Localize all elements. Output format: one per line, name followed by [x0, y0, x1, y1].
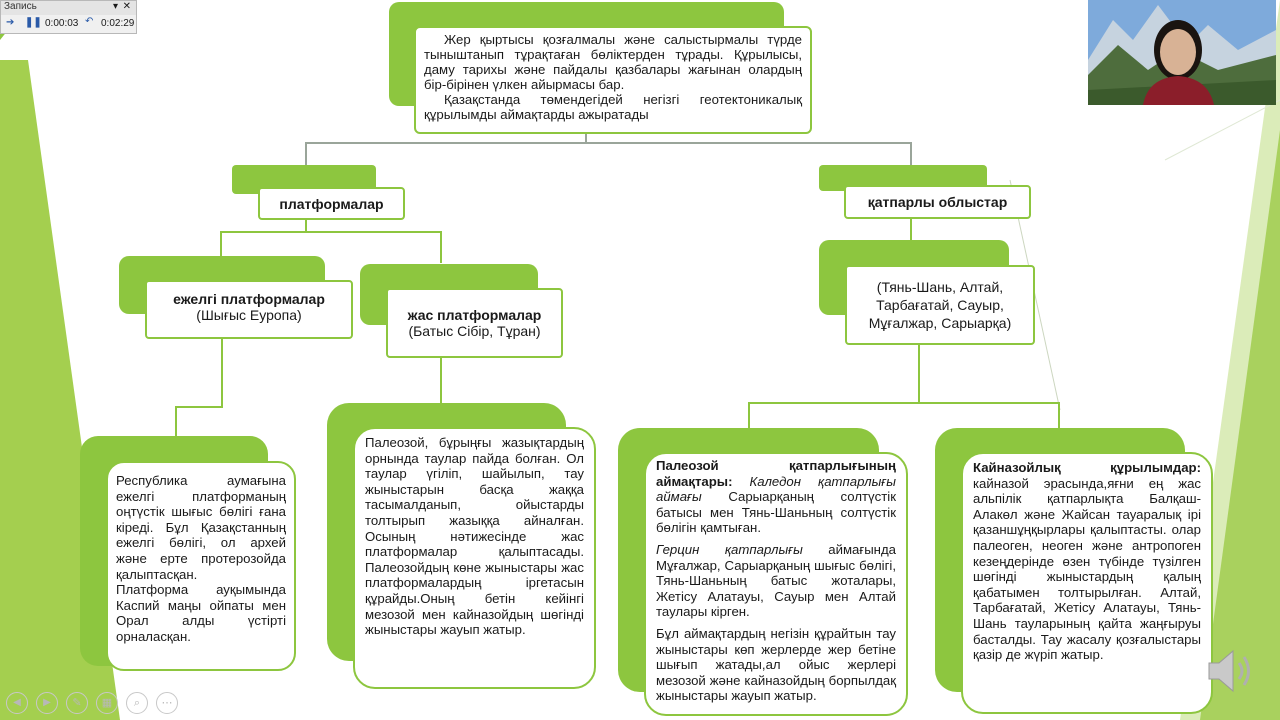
young-description-box: Палеозой, бұрыңғы жазықтардың орнында та… [353, 427, 596, 689]
cenozoic-box: Кайназойлық құрылымдар: кайназой эрасынд… [961, 452, 1213, 714]
intro-paragraph-1: Жер қыртысы қозғалмалы және салыстырмалы… [424, 32, 802, 92]
zoom-icon[interactable]: ⌕ [126, 692, 148, 714]
speaker-icon[interactable] [1205, 645, 1257, 697]
cenozoic-paragraph: Кайназойлық құрылымдар: кайназой эрасынд… [973, 460, 1201, 663]
connector-line [1058, 402, 1060, 428]
slide-controls: ◀ ▶ ✎ ▦ ⌕ ⋯ [6, 692, 178, 716]
young-platforms-box: жас платформалар (Батыс Сібір, Тұран) [386, 288, 563, 358]
connector-line [748, 402, 750, 428]
cenozoic-text: кайназой эрасында,яғни ең жас альпілік қ… [973, 475, 1201, 663]
intro-paragraph-2: Қазақстанда төмендегідей негізгі геотект… [424, 92, 802, 122]
connector-line [220, 231, 222, 257]
connector-line [440, 231, 442, 263]
young-platforms-title: жас платформалар [407, 307, 542, 323]
connector-line [221, 338, 223, 408]
old-platforms-subtitle: (Шығыс Еуропа) [196, 307, 302, 323]
recording-title: Запись [4, 1, 37, 12]
pen-icon[interactable]: ✎ [66, 692, 88, 714]
platforms-box: платформалар [258, 187, 405, 220]
webcam-video [1088, 0, 1276, 105]
caledon-text: Сарыарқаның солтүстік батысы мен Тянь-Ша… [656, 489, 896, 536]
slides-grid-icon[interactable]: ▦ [96, 692, 118, 714]
connector-line [585, 133, 587, 143]
pause-icon[interactable]: ❚❚ [25, 17, 42, 28]
old-desc-paragraph-2: Платформа ауқымында Каспий маңы ойпаты м… [116, 582, 286, 644]
elapsed-time: 0:00:03 [45, 18, 79, 29]
connector-line [910, 218, 912, 240]
connector-line [305, 142, 912, 144]
platforms-label: платформалар [279, 195, 384, 212]
paleozoic-box: Палеозой қатпарлығының аймақтары: Каледо… [644, 452, 908, 716]
connector-line [910, 142, 912, 166]
old-desc-paragraph-1: Республика аумағына ежелгі платформаның … [116, 473, 286, 582]
previous-slide-icon[interactable]: ◀ [6, 692, 28, 714]
paleozoic-paragraph-3: Бұл аймақтардың негізін құрайтын тау жын… [656, 625, 896, 704]
connector-line [175, 406, 177, 436]
total-time: 0:02:29 [101, 18, 135, 29]
young-platforms-subtitle: (Батыс Сібір, Тұран) [408, 323, 541, 339]
connector-line [440, 357, 442, 403]
cenozoic-title: Кайназойлық құрылымдар: [973, 460, 1201, 475]
old-description-box: Республика аумағына ежелгі платформаның … [106, 461, 296, 671]
connector-line [748, 402, 1060, 404]
connector-line [220, 231, 442, 233]
young-desc-paragraph: Палеозой, бұрыңғы жазықтардың орнында та… [365, 435, 584, 638]
next-slide-icon[interactable]: ▶ [36, 692, 58, 714]
caledon-term: Каледон қатпарлығы аймағы [656, 473, 896, 505]
stop-icon[interactable]: ➔ [6, 17, 15, 28]
hercyn-text: аймағында Мұғалжар, Сарыарқаның шығыс бө… [656, 541, 896, 620]
paleozoic-title: Палеозой қатпарлығының аймақтары: [656, 458, 896, 489]
old-platforms-title: ежелгі платформалар [173, 291, 325, 307]
recording-toolbar: Запись ▾ ✕ ➔ ❚❚ 0:00:03 ↶ 0:02:29 [0, 0, 137, 34]
close-icon[interactable]: ✕ [122, 1, 131, 12]
connector-line [175, 406, 223, 408]
intro-box: Жер қыртысы қозғалмалы және салыстырмалы… [414, 26, 812, 134]
connector-line [918, 344, 920, 404]
minimize-icon[interactable]: ▾ [112, 1, 118, 12]
paleozoic-paragraph-1: Палеозой қатпарлығының аймақтары: Каледо… [656, 458, 896, 536]
connector-line [305, 142, 307, 166]
folded-box: қатпарлы облыстар [844, 185, 1031, 219]
old-platforms-box: ежелгі платформалар (Шығыс Еуропа) [145, 280, 353, 339]
undo-icon[interactable]: ↶ [85, 16, 94, 27]
paleozoic-paragraph-2: Герцин қатпарлығы аймағында Мұғалжар, Са… [656, 542, 896, 620]
connector-line [305, 218, 307, 232]
hercyn-term: Герцин қатпарлығы [656, 541, 803, 557]
mountains-box: (Тянь-Шань, Алтай, Тарбағатай, Сауыр, Мұ… [845, 265, 1035, 345]
more-options-icon[interactable]: ⋯ [156, 692, 178, 714]
mountains-text: (Тянь-Шань, Алтай, Тарбағатай, Сауыр, Мұ… [868, 279, 1012, 331]
folded-label: қатпарлы облыстар [867, 194, 1008, 210]
